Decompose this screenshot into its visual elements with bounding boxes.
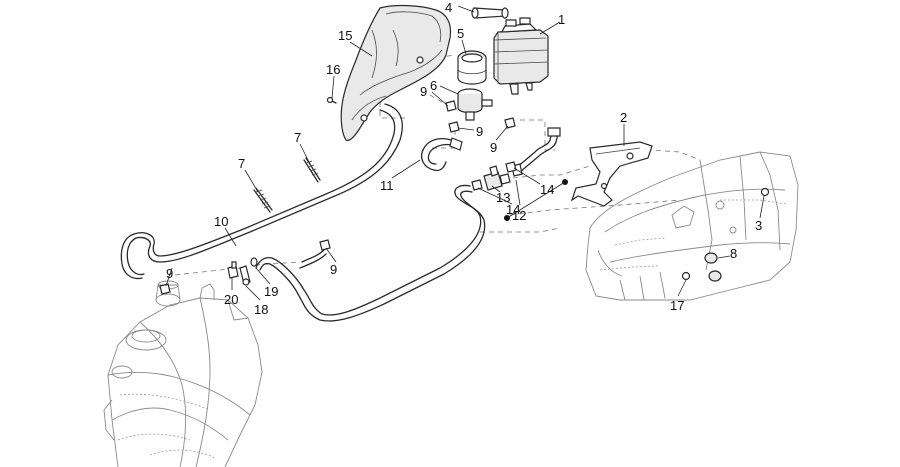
hose-12 (511, 127, 561, 177)
callout-14-right: 14 (540, 182, 554, 197)
spring-7-a (253, 187, 273, 213)
clamp-14-b (505, 161, 517, 173)
callout-19: 19 (264, 284, 278, 299)
bracket-2 (570, 141, 653, 207)
callout-11: 11 (380, 178, 394, 193)
callout-9-top: 9 (420, 84, 427, 99)
clamp-9-d (319, 239, 331, 251)
callout-20: 20 (224, 292, 238, 307)
callout-7-right: 7 (294, 130, 301, 145)
callout-4: 4 (445, 0, 452, 15)
callout-6: 6 (430, 78, 437, 93)
frame-ghost (585, 151, 799, 301)
leader-lines (165, 5, 765, 301)
nut-17 (681, 271, 691, 281)
callout-3: 3 (755, 218, 762, 233)
filter-6 (457, 88, 493, 121)
callout-7-left: 7 (238, 156, 245, 171)
valve-13 (483, 165, 511, 191)
callout-9-right: 9 (490, 140, 497, 155)
callout-1: 1 (558, 12, 565, 27)
callout-14-left: 14 (506, 202, 520, 217)
callout-16: 16 (326, 62, 340, 77)
callout-18: 18 (254, 302, 268, 317)
heat-shield-cover (340, 4, 452, 141)
callout-9-lower: 9 (330, 262, 337, 277)
holder-5 (457, 50, 487, 85)
clamp-9-b (448, 121, 460, 133)
fitting-19-end (250, 257, 258, 267)
callout-12: 12 (512, 208, 526, 223)
clamp-9-e (159, 283, 171, 295)
clamp-9-a (445, 100, 457, 112)
clamp-9-c (504, 117, 516, 129)
fuel-tank-ghost (103, 280, 263, 467)
callout-17: 17 (670, 298, 684, 313)
callout-9-left: 9 (166, 266, 173, 281)
callout-labels: 1 2 3 4 5 6 7 7 8 9 9 9 9 9 10 11 12 13 … (166, 0, 762, 317)
callout-5: 5 (457, 26, 464, 41)
nut-3 (760, 187, 770, 197)
grommet-8 (704, 252, 722, 282)
spring-7-b (303, 157, 321, 183)
clamp-14-a (471, 179, 483, 191)
fitting-18 (239, 265, 251, 286)
callout-15: 15 (338, 28, 352, 43)
callout-8: 8 (730, 246, 737, 261)
callout-2: 2 (620, 110, 627, 125)
screw-16 (326, 96, 337, 104)
callout-13: 13 (496, 190, 510, 205)
evap-canister (493, 17, 549, 95)
callout-10: 10 (214, 214, 228, 229)
clip-20 (227, 261, 239, 279)
hose-4 (471, 7, 509, 19)
callout-9-mid: 9 (476, 124, 483, 139)
hose-11 (420, 137, 463, 172)
hose-19 (255, 184, 486, 322)
hose-10 (120, 103, 403, 280)
